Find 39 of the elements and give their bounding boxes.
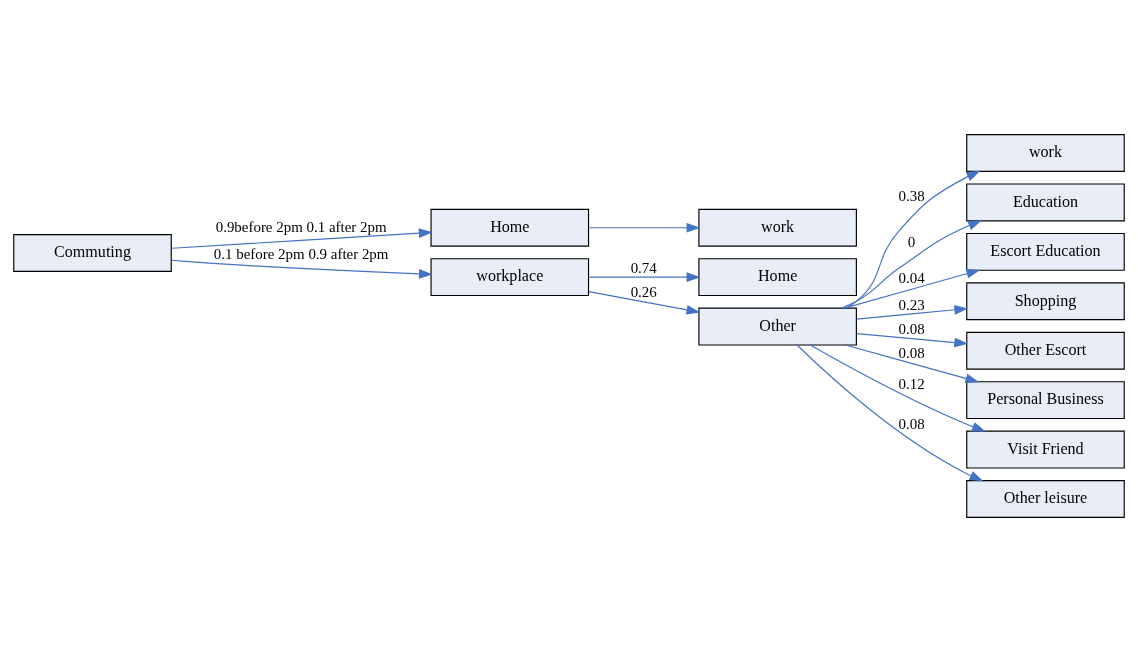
node-box: Escort Education (966, 232, 1125, 271)
arrow (845, 170, 981, 309)
arrow (809, 344, 986, 432)
node-box: Other Escort (966, 331, 1125, 370)
arrow (588, 291, 701, 315)
node-box: Visit Friend (966, 430, 1125, 469)
edge-label: 0.08 (898, 416, 925, 433)
edge-label: 0.04 (898, 270, 925, 287)
node-box: Shopping (966, 282, 1125, 321)
node-box: Education (966, 183, 1125, 222)
node-box: work (698, 208, 857, 247)
node-box: Other (698, 307, 857, 346)
edge-label: 0.26 (630, 284, 657, 301)
edge-label: 0.12 (898, 376, 925, 393)
arrow (841, 220, 982, 309)
edge-label: 0 (907, 233, 916, 250)
arrow (588, 272, 701, 282)
node-box: Other leisure (966, 480, 1125, 518)
arrow (588, 222, 701, 233)
arrow (170, 259, 433, 279)
arrow (796, 344, 984, 482)
edge-label: 0.23 (898, 296, 925, 313)
node-box: Home (698, 258, 857, 297)
node-box: work (966, 134, 1125, 172)
node-box: Home (430, 208, 590, 247)
edge-label: 0.1 before 2pm 0.9 after 2pm (213, 246, 389, 263)
edge-label: 0.9before 2pm 0.1 after 2pm (215, 218, 387, 235)
node-box: Commuting (13, 234, 172, 272)
node-box: Personal Business (966, 381, 1125, 420)
edge-label: 0.74 (630, 260, 657, 277)
node-box: workplace (430, 258, 590, 297)
arrow (171, 228, 433, 249)
arrow (856, 305, 969, 320)
edge-label: 0.08 (898, 320, 925, 337)
arrow (843, 269, 981, 309)
arrow (856, 333, 969, 348)
edge-label: 0.38 (898, 187, 925, 204)
edge-label: 0.08 (898, 345, 925, 362)
arrow (844, 344, 980, 384)
